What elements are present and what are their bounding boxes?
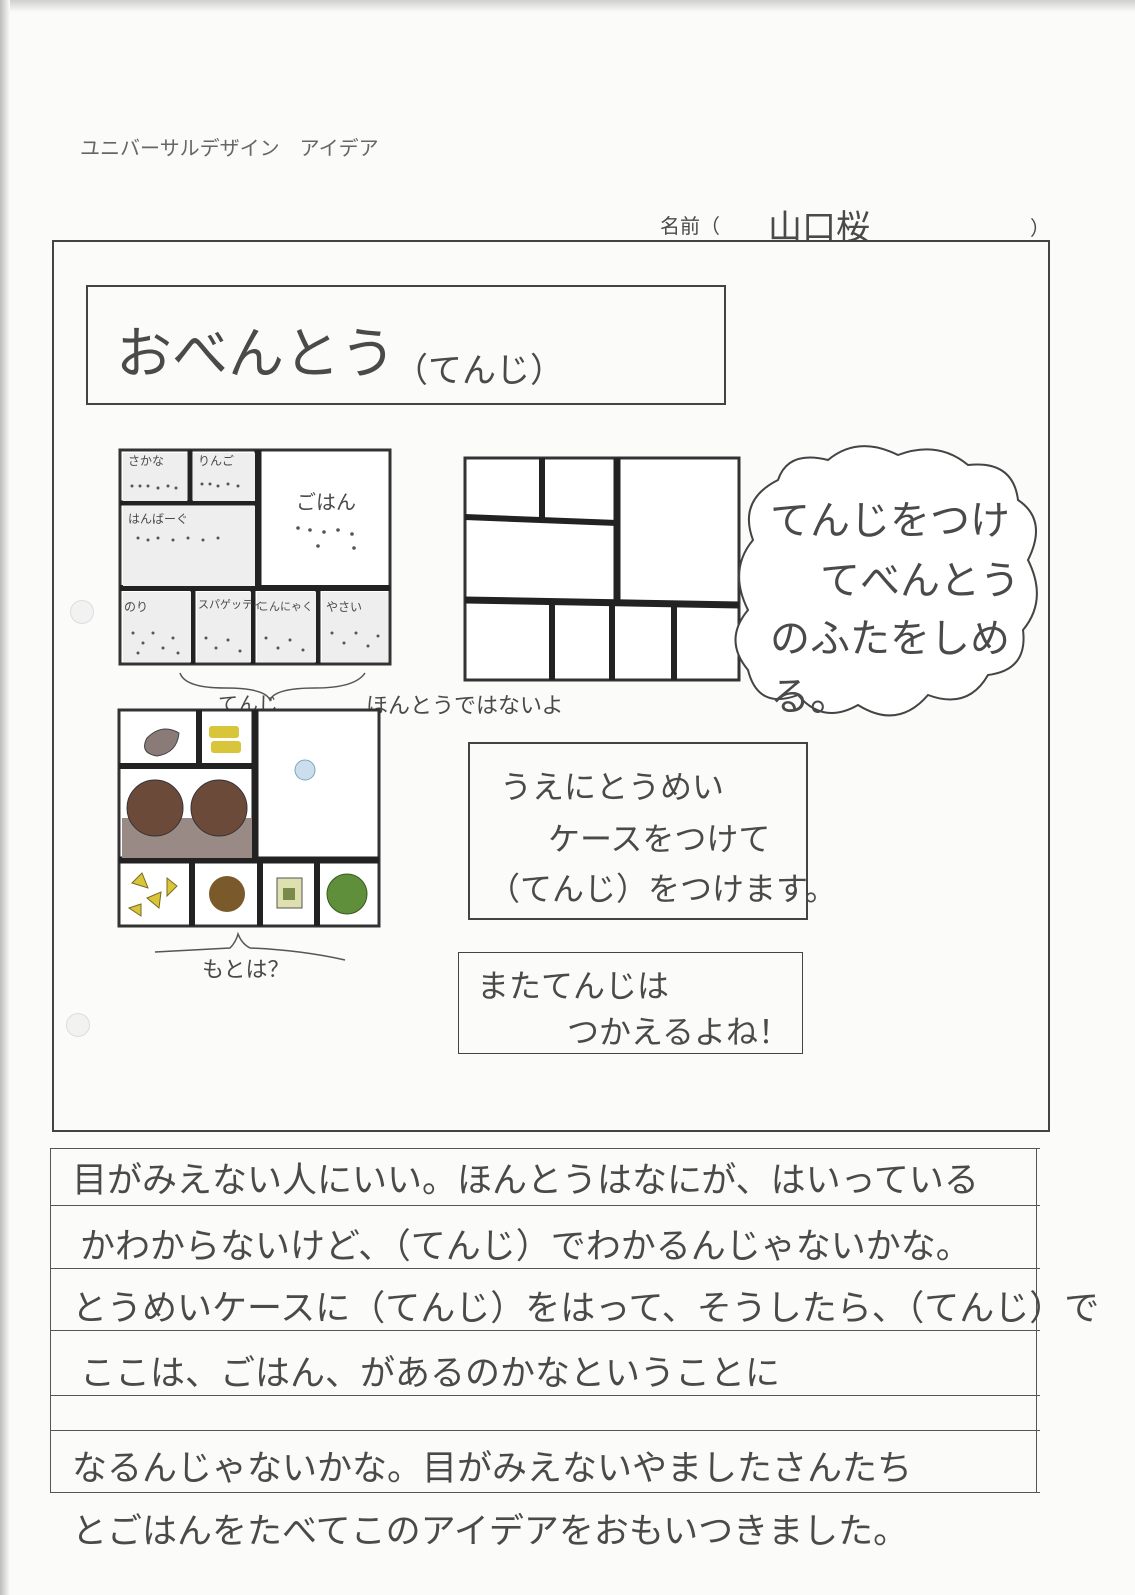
original-label: もとは？ bbox=[202, 958, 290, 983]
ruled-line bbox=[50, 1205, 1040, 1206]
idea-frame bbox=[52, 240, 1050, 1132]
worksheet-title: ユニバーサルデザイン アイデア bbox=[80, 136, 379, 160]
punch-hole bbox=[66, 1013, 90, 1037]
speech-bubble-shape bbox=[734, 445, 1038, 717]
name-label: 名前（ bbox=[660, 214, 720, 238]
scan-edge-left bbox=[0, 0, 10, 1595]
punch-hole bbox=[70, 600, 94, 624]
braille-cell-vegetable: やさい bbox=[326, 600, 363, 614]
bubble-line-1: てんじをつけ bbox=[770, 498, 1010, 544]
real-label: ほんとうではないよ bbox=[366, 694, 564, 719]
explanation-line-2: かわからないけど、（てんじ）でわかるんじゃないかな。 bbox=[80, 1227, 971, 1267]
ruled-right-edge bbox=[1036, 1148, 1037, 1492]
note1-line-3: （てんじ）をつけます。 bbox=[488, 870, 837, 908]
note2-line-2: つかえるよね！ bbox=[567, 1013, 791, 1051]
note1-line-2: ケースをつけて bbox=[548, 820, 771, 858]
explanation-line-3: とうめいケースに（てんじ）をはって、そうしたら、（てんじ）で bbox=[72, 1289, 1100, 1329]
braille-cell-rice: ごはん bbox=[296, 490, 356, 514]
idea-title-box: おべんとう （てんじ） bbox=[86, 285, 726, 405]
name-close: ） bbox=[1030, 216, 1050, 240]
ruled-line bbox=[50, 1148, 1040, 1149]
braille-cell-spaghetti: スパゲッティ bbox=[198, 598, 264, 611]
bubble-line-2: てべんとう bbox=[820, 558, 1020, 604]
brace-under-food bbox=[154, 931, 346, 961]
braille-cell-apple: りんご bbox=[198, 454, 235, 468]
ruled-line bbox=[50, 1330, 1040, 1331]
bento-lid-drawing bbox=[463, 456, 741, 682]
braille-cell-nori: のり bbox=[124, 600, 149, 614]
bubble-line-3: のふたをしめ bbox=[770, 616, 1010, 662]
braille-cell-konnyaku: こんにゃく bbox=[258, 600, 313, 613]
brace-under-braille bbox=[179, 672, 366, 702]
bento-braille-drawing bbox=[118, 448, 392, 666]
ruled-line bbox=[50, 1395, 1040, 1396]
note-box-transparent-case: うえにとうめい ケースをつけて （てんじ）をつけます。 bbox=[468, 742, 837, 920]
explanation-line-5: なるんじゃないかな。目がみえないやましたさんたち bbox=[72, 1449, 913, 1489]
ruled-line bbox=[50, 1430, 1040, 1431]
ruled-left-edge bbox=[50, 1148, 51, 1492]
scan-edge-top bbox=[0, 0, 1135, 12]
ruled-line bbox=[50, 1492, 1040, 1493]
bubble-line-4: る。 bbox=[770, 674, 850, 720]
ruled-line bbox=[50, 1268, 1040, 1269]
idea-title-sub: （てんじ） bbox=[394, 351, 564, 391]
note-box-reuse: またてんじは つかえるよね！ bbox=[458, 952, 803, 1054]
note1-line-1: うえにとうめい bbox=[500, 768, 725, 806]
braille-cell-fish: さかな bbox=[128, 454, 165, 468]
braille-cell-hamburg: はんばーぐ bbox=[128, 512, 189, 526]
idea-title: おべんとう bbox=[116, 322, 396, 387]
bento-food-drawing bbox=[117, 708, 381, 928]
explanation-line-1: 目がみえない人にいい。ほんとうはなにが、はいっている bbox=[72, 1161, 979, 1201]
note2-line-1: またてんじは bbox=[477, 967, 670, 1005]
explanation-line-4: ここは、ごはん、があるのかなということに bbox=[80, 1354, 781, 1394]
explanation-line-6: とごはんをたべてこのアイデアをおもいつきました。 bbox=[72, 1512, 909, 1552]
